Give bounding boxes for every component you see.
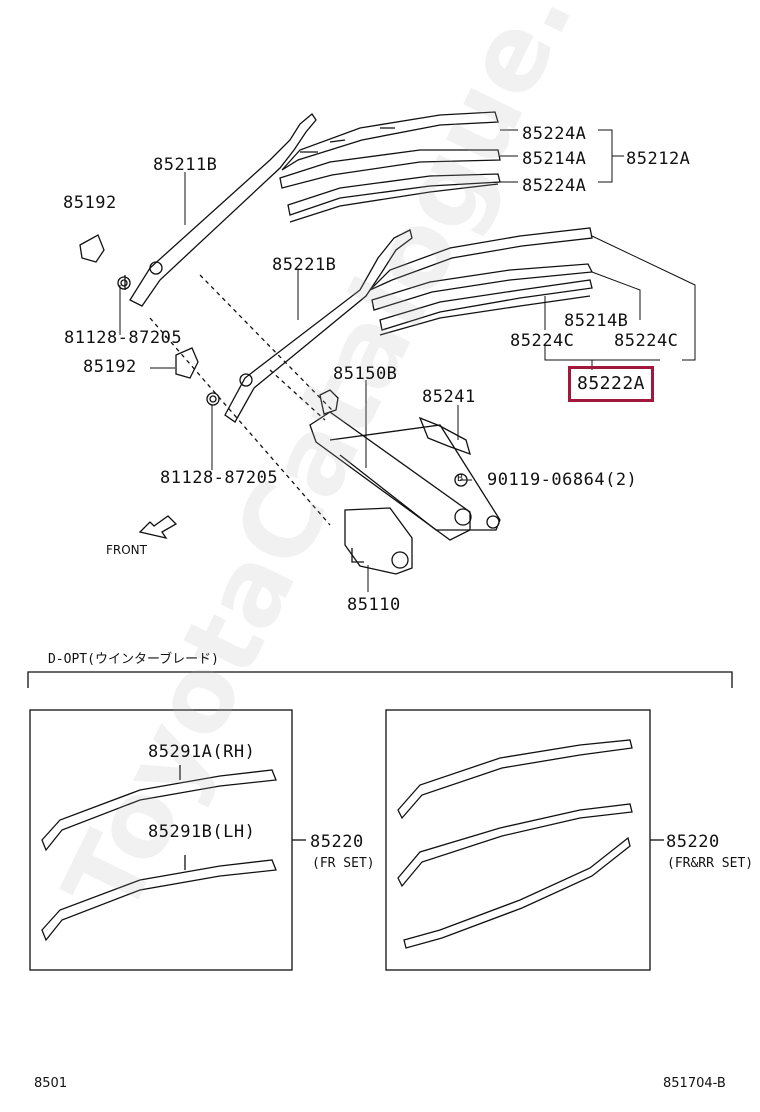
leader-lines [119, 129, 696, 592]
label-85222a-highlighted[interactable]: 85222A [568, 366, 655, 402]
winter-blades-right [397, 739, 633, 949]
label-85241: 85241 [422, 387, 476, 407]
label-nut-lower: 81128-87205 [160, 468, 279, 488]
label-85224a-bottom: 85224A [522, 176, 587, 196]
label-front: FRONT [106, 543, 147, 557]
label-85224c-right: 85224C [614, 331, 679, 351]
label-85212a: 85212A [626, 149, 691, 169]
front-arrow-icon [138, 515, 178, 540]
blade-set-a [279, 111, 501, 223]
label-frrr-set: (FR&RR SET) [667, 856, 754, 871]
label-85214a: 85214A [522, 149, 587, 169]
bolt-marker-circle [454, 473, 468, 487]
label-85291a-rh: 85291A(RH) [148, 742, 256, 762]
option-section-title: D-OPT(ウインターブレード) [48, 652, 220, 667]
bracket-part [418, 416, 471, 456]
footer-left-code: 8501 [34, 1076, 68, 1091]
label-85192-lower: 85192 [83, 357, 137, 377]
label-85110: 85110 [347, 595, 401, 615]
label-85214b: 85214B [564, 311, 629, 331]
bolt-marker: B [457, 473, 464, 484]
wiper-motor [344, 507, 413, 575]
wiper-arm-lh [224, 229, 413, 423]
label-fr-set: (FR SET) [312, 856, 375, 871]
label-85220-fr: 85220 [310, 832, 364, 852]
winter-blades-left [41, 765, 277, 942]
label-nut-upper: 81128-87205 [64, 328, 183, 348]
label-85192-upper: 85192 [63, 193, 117, 213]
label-85224a-top: 85224A [522, 124, 587, 144]
label-85224c-left: 85224C [510, 331, 575, 351]
wiper-linkage [309, 389, 501, 541]
label-85291b-lh: 85291B(LH) [148, 822, 256, 842]
label-bolt: 90119-06864(2) [487, 470, 638, 490]
option-box-right [385, 709, 651, 971]
label-85220-frrr: 85220 [666, 832, 720, 852]
dashed-guides [149, 274, 333, 526]
nut-parts [117, 276, 220, 406]
option-bracket [27, 671, 733, 688]
wiper-arm-rh [124, 113, 317, 307]
cap-parts [79, 234, 199, 379]
label-85211b: 85211B [153, 155, 218, 175]
label-85221b: 85221B [272, 255, 337, 275]
footer-right-code: 851704-B [663, 1076, 726, 1091]
label-85150b: 85150B [333, 364, 398, 384]
